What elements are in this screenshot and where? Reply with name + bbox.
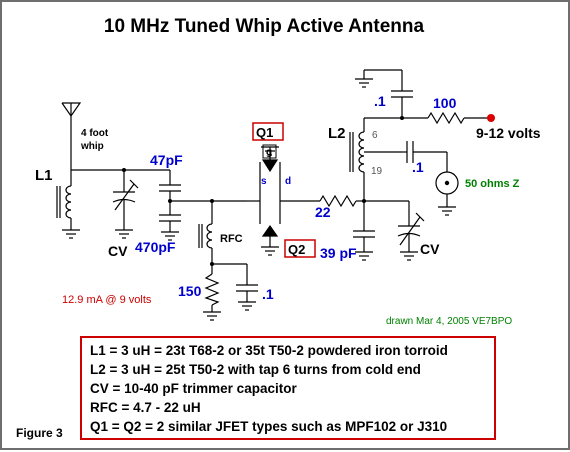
- ground-cv-right: [400, 251, 418, 261]
- output-center-pin: [444, 180, 450, 186]
- source-label: s: [261, 176, 267, 187]
- trimmer-cv-right: [397, 201, 425, 252]
- ground-l1: [62, 229, 80, 239]
- q1-label: Q1: [256, 125, 273, 140]
- resistor-150: [204, 264, 220, 312]
- ground-150: [203, 311, 221, 321]
- supply-terminal-dot: [487, 114, 495, 122]
- output-connector: [435, 171, 459, 207]
- capacitor-39pf: [353, 178, 375, 252]
- l2-label: L2: [328, 125, 346, 142]
- r22-label: 22: [315, 204, 331, 220]
- jfet-pair: [247, 147, 320, 224]
- spec-line-l1: L1 = 3 uH = 23t T68-2 or 35t T50-2 powde…: [90, 343, 448, 358]
- capacitor-47pf: [159, 170, 181, 201]
- c47pf-label: 47pF: [150, 152, 183, 168]
- l1-label: L1: [35, 167, 53, 184]
- diagram-title: 10 MHz Tuned Whip Active Antenna: [104, 16, 425, 37]
- ground-bias-bypass: [238, 301, 256, 311]
- coil-l1: [56, 170, 72, 230]
- figure-label: Figure 3: [16, 426, 63, 440]
- antenna-symbol: [61, 102, 82, 170]
- choke-rfc: [198, 201, 213, 264]
- current-note: 12.9 mA @ 9 volts: [62, 294, 152, 306]
- capacitor-470pf: [159, 201, 181, 232]
- q1-gate-arrow: [261, 159, 279, 173]
- ground-output: [438, 206, 456, 216]
- cv-right-label: CV: [420, 241, 440, 257]
- ground-470pf: [161, 231, 179, 241]
- c39pf-label: 39 pF: [320, 245, 357, 261]
- c-out-label: .1: [412, 159, 424, 175]
- r100-label: 100: [433, 95, 457, 111]
- junction-dots: [122, 116, 404, 266]
- gate-label: g: [266, 147, 272, 158]
- antenna-label-line2: whip: [80, 141, 104, 152]
- spec-line-l2: L2 = 3 uH = 25t T50-2 with tap 6 turns f…: [90, 362, 421, 377]
- q1-box: [252, 122, 284, 141]
- ground-q2-gate: [261, 236, 279, 256]
- q2-label: Q2: [288, 242, 305, 257]
- resistor-100: [427, 111, 488, 125]
- l2-turns-label: 19: [371, 166, 383, 177]
- spec-line-rfc: RFC = 4.7 - 22 uH: [90, 400, 201, 415]
- cv-left-label: CV: [108, 243, 128, 259]
- capacitor-bias-bypass: [236, 264, 258, 302]
- coil-l2: [349, 118, 365, 178]
- spec-line-jfet: Q1 = Q2 = 2 similar JFET types such as M…: [90, 419, 448, 434]
- c-bias-label: .1: [262, 286, 274, 302]
- spec-line-cv: CV = 10-40 pF trimmer capacitor: [90, 381, 297, 396]
- antenna-label-line1: 4 foot: [81, 128, 109, 139]
- rfc-label: RFC: [220, 233, 243, 245]
- l2-tap-label: 6: [372, 130, 378, 141]
- ground-cv-left: [115, 229, 133, 239]
- capacitor-supply-bypass: [364, 69, 413, 118]
- component-specs-box: L1 = 3 uH = 23t T68-2 or 35t T50-2 powde…: [80, 336, 496, 440]
- output-label: 50 ohms Z: [465, 178, 520, 190]
- q1-gate-box: [262, 144, 277, 159]
- q2-gate-arrow: [261, 224, 279, 237]
- supply-label: 9-12 volts: [476, 125, 541, 141]
- r150-label: 150: [178, 283, 202, 299]
- c470pf-label: 470pF: [135, 239, 176, 255]
- ground-supply-bypass: [355, 70, 373, 88]
- credit-text: drawn Mar 4, 2005 VE7BPO: [386, 316, 512, 327]
- capacitor-output: [402, 141, 448, 172]
- q2-box: [284, 239, 316, 258]
- drain-label: d: [285, 176, 291, 187]
- c-supply-label: .1: [374, 93, 386, 109]
- trimmer-cv-left: [112, 170, 139, 230]
- ground-39pf: [355, 251, 373, 261]
